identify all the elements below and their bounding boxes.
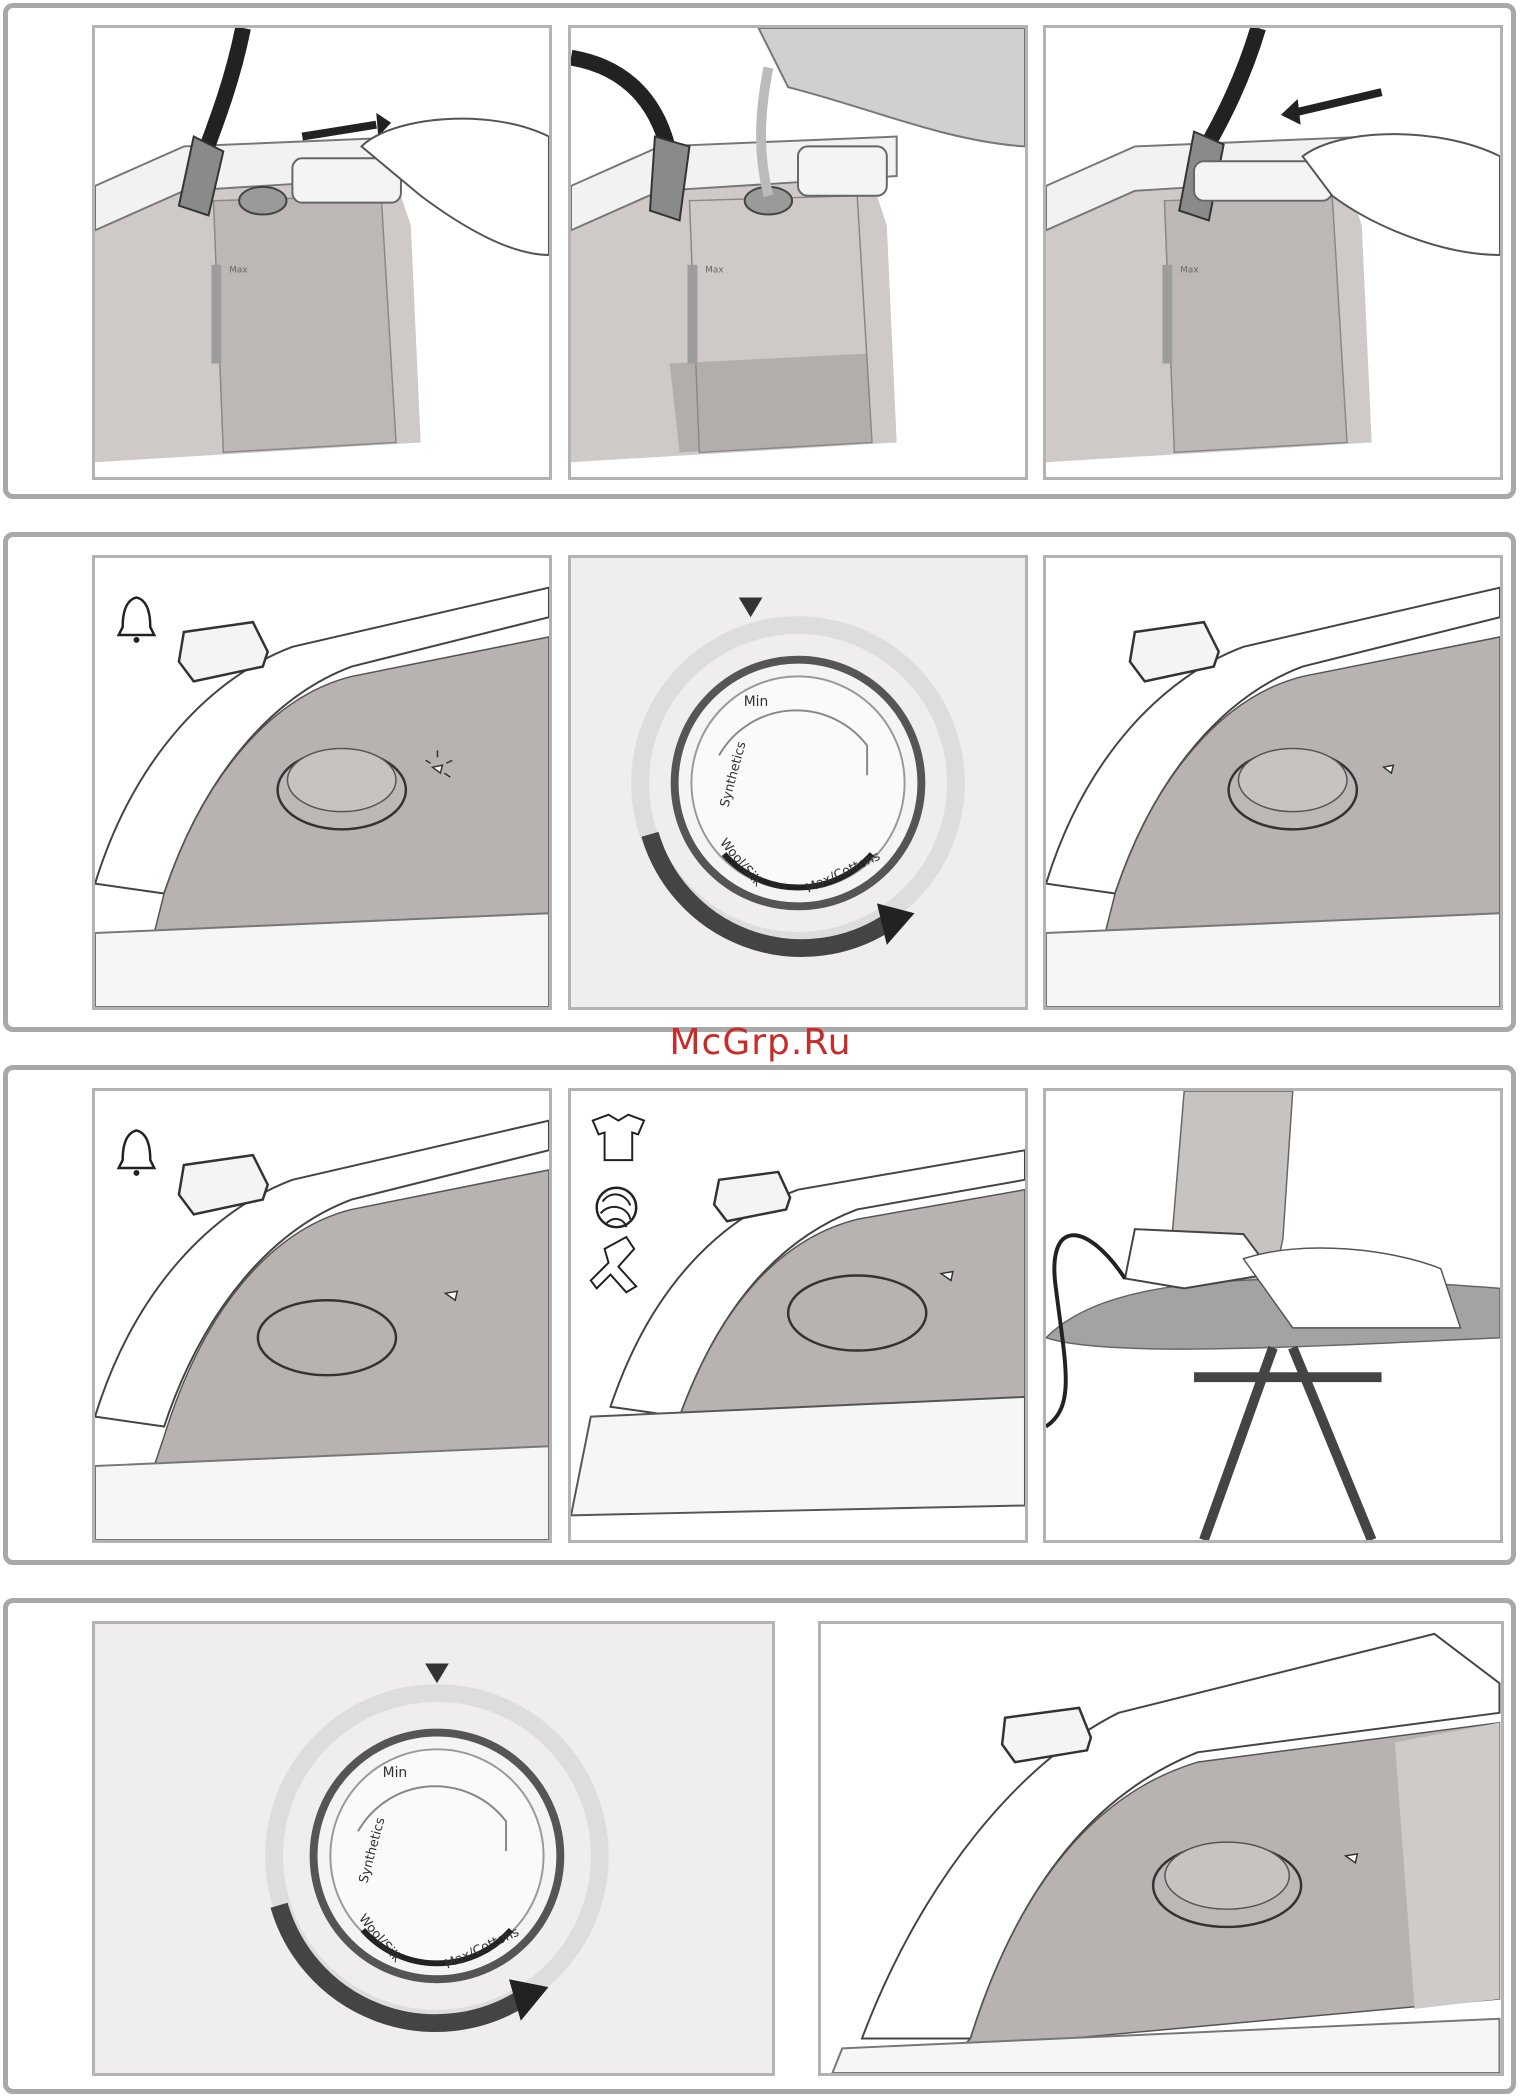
panel-light-off: [1043, 555, 1503, 1010]
step-row-ironing: [3, 1065, 1516, 1565]
panel-iron-cooling: [818, 1621, 1504, 2076]
silk-icon: [591, 1237, 636, 1292]
close-cap-illustration: Max: [1046, 28, 1500, 477]
temperature-dial-illustration[interactable]: Min Synthetics Wool/Silk Max/Cottons: [571, 558, 1025, 1007]
iron-light-on-illustration: [95, 558, 549, 1007]
ironing-board-illustration: [1046, 1091, 1500, 1540]
panel-close-cap: Max: [1043, 25, 1503, 480]
close-arrow-icon: [1281, 92, 1382, 125]
step-row-fill-tank: Max Max: [3, 3, 1516, 499]
step-row-set-temperature: Min Synthetics Wool/Silk Max/Cottons: [3, 532, 1516, 1032]
step-row-turn-off: Min Synthetics Wool/Silk Max/Cottons: [3, 1598, 1516, 2094]
iron-light-off-illustration: [1046, 558, 1500, 1007]
pour-water-illustration: Max: [571, 28, 1025, 477]
panel-pour-water: Max: [568, 25, 1028, 480]
dial-to-min-illustration[interactable]: Min Synthetics Wool/Silk Max/Cottons: [95, 1624, 772, 2073]
svg-text:Max: Max: [1180, 266, 1198, 276]
tshirt-icon: [593, 1115, 644, 1160]
panel-temperature-dial: Min Synthetics Wool/Silk Max/Cottons: [568, 555, 1028, 1010]
panel-fabric-types: [568, 1088, 1028, 1543]
iron-heating-illustration: [95, 1091, 549, 1540]
panel-open-cap: Max: [92, 25, 552, 480]
panel-heating: [92, 1088, 552, 1543]
panel-ironing-board: [1043, 1088, 1503, 1543]
fabric-types-illustration: [571, 1091, 1025, 1540]
open-cap-illustration: Max: [95, 28, 549, 477]
watermark: McGrp.Ru: [0, 1022, 1521, 1063]
wool-icon: [597, 1188, 636, 1227]
bell-icon: [119, 1130, 155, 1175]
bell-icon: [119, 597, 155, 642]
iron-cooling-illustration: [821, 1624, 1501, 2073]
push-arrow-icon: [302, 113, 391, 137]
panel-light-on: [92, 555, 552, 1010]
dial-label-min: Min: [744, 694, 768, 710]
panel-dial-to-min: Min Synthetics Wool/Silk Max/Cottons: [92, 1621, 775, 2076]
svg-text:Max: Max: [229, 266, 247, 276]
svg-text:Max: Max: [705, 266, 723, 276]
dial-label-min: Min: [383, 1765, 407, 1781]
